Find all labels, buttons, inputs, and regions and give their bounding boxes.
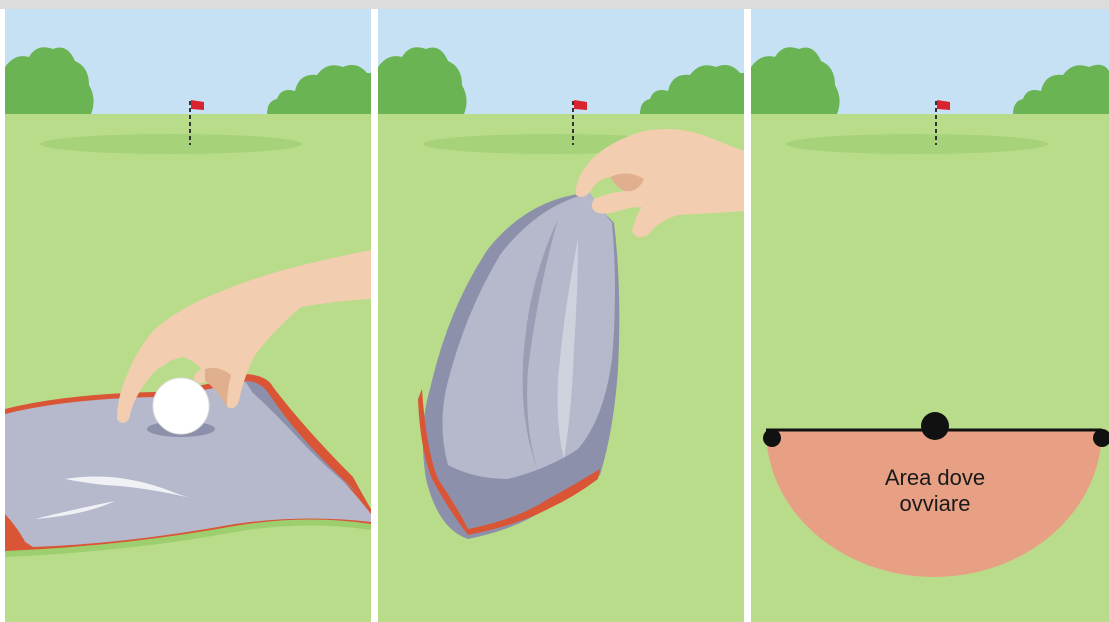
relief-area-label-line2: ovviare: [825, 491, 1045, 517]
relief-area-label-line1: Area dove: [825, 465, 1045, 491]
ball-spot-marker: [921, 412, 949, 440]
putting-green: [786, 134, 1048, 154]
putting-green: [40, 134, 302, 154]
left-limit-marker: [763, 429, 781, 447]
panel-lift-towel: [378, 9, 744, 622]
panel-ball-on-towel: [5, 9, 371, 622]
relief-area-label: Area dove ovviare: [825, 465, 1045, 517]
top-strip: [0, 0, 1109, 9]
panel-relief-area: Area dove ovviare: [751, 9, 1109, 622]
golf-ball-icon: [153, 378, 209, 434]
